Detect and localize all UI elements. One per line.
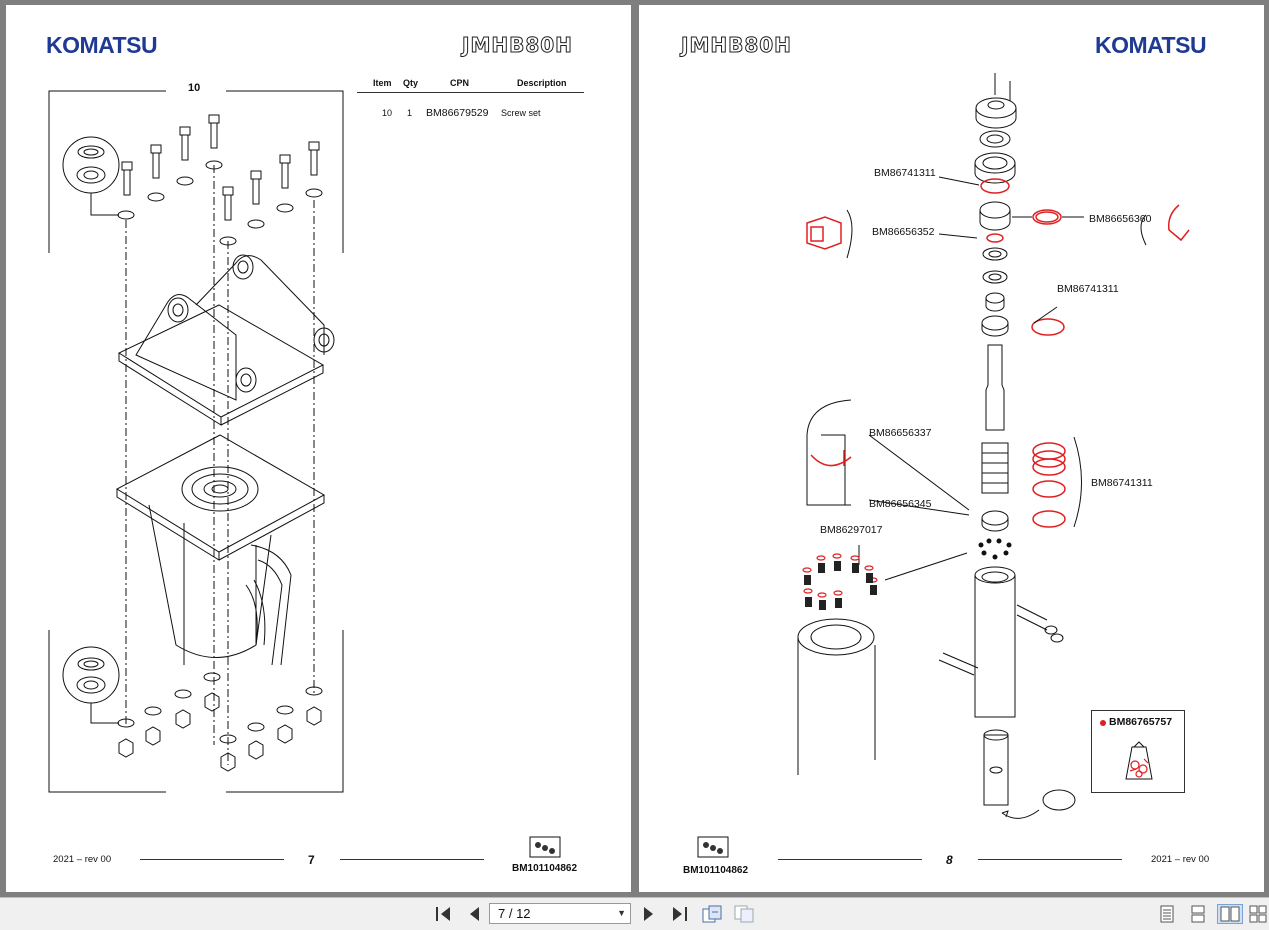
callout-label: BM86741311 [1091, 477, 1153, 489]
chevron-down-icon: ▼ [617, 908, 626, 918]
parts-kit-icon [697, 836, 729, 858]
kit-bullet-icon [1100, 720, 1106, 726]
table-row: 10 1 BM86679529 Screw set [357, 107, 584, 122]
callout-label: BM86297017 [820, 524, 883, 536]
seal-kit-box: BM86765757 [1091, 710, 1185, 793]
extract-page-icon[interactable] [702, 904, 722, 924]
page-number: 7 [308, 853, 315, 867]
insert-page-icon[interactable] [734, 904, 754, 924]
parts-kit-icon [529, 836, 561, 858]
callout-label: BM86741311 [1057, 283, 1119, 295]
komatsu-logo: KOMATSU [1095, 32, 1207, 58]
first-page-icon[interactable] [433, 904, 453, 924]
column-header-qty: Qty [403, 78, 419, 88]
previous-page-icon[interactable] [464, 904, 484, 924]
page-indicator: 7 / 12 [498, 906, 531, 921]
kit-code: BM86765757 [1109, 716, 1173, 728]
group-number: 10 [188, 82, 201, 94]
footer-edition: 2021 – rev 00 [1151, 854, 1210, 865]
callout-label: BM86656337 [869, 427, 932, 439]
model-logo: JMHB80H [462, 33, 573, 58]
doc-code: BM101104862 [512, 863, 578, 874]
parts-table-header: Item Qty CPN Description [357, 78, 584, 93]
row-cpn: BM86679529 [426, 107, 489, 119]
exploded-view-drawing-right [797, 73, 1190, 819]
callout-label: BM86656352 [872, 226, 935, 238]
page-number: 8 [946, 853, 953, 867]
row-description: Screw set [501, 108, 541, 118]
right-page: JMHB80H KOMATSU [639, 5, 1264, 892]
two-page-continuous-view-icon[interactable] [1248, 904, 1268, 924]
footer-divider [778, 859, 922, 860]
footer-divider [140, 859, 284, 860]
callout-label: BM86656360 [1089, 213, 1152, 225]
column-header-cpn: CPN [450, 78, 470, 88]
column-header-description: Description [517, 78, 567, 88]
single-page-view-icon[interactable] [1157, 904, 1177, 924]
callout-label: BM86656345 [869, 498, 932, 510]
doc-code: BM101104862 [683, 865, 749, 876]
seal-kit-bag-icon [1125, 741, 1153, 780]
footer-edition: 2021 – rev 00 [53, 854, 112, 865]
last-page-icon[interactable] [670, 904, 690, 924]
footer-divider [340, 859, 484, 860]
row-qty: 1 [407, 108, 413, 118]
row-item: 10 [382, 108, 393, 118]
viewer-toolbar: 7 / 12 ▼ [0, 897, 1269, 930]
model-logo: JMHB80H [681, 33, 792, 58]
continuous-view-icon[interactable] [1188, 904, 1208, 924]
two-page-view-icon[interactable] [1217, 904, 1243, 924]
column-header-item: Item [373, 78, 392, 88]
callout-label: BM86741311 [874, 167, 936, 179]
komatsu-logo: KOMATSU [46, 32, 158, 58]
footer-divider [978, 859, 1122, 860]
next-page-icon[interactable] [639, 904, 659, 924]
left-page: KOMATSU JMHB80H Item Qty CPN Description… [6, 5, 631, 892]
exploded-view-drawing-left [48, 90, 344, 793]
page-number-select[interactable]: 7 / 12 ▼ [489, 903, 631, 924]
